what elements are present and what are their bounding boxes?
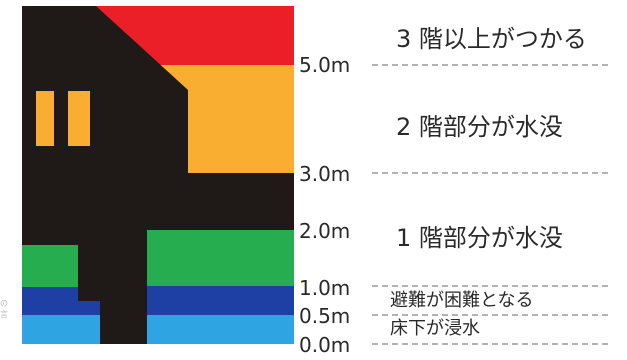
edge-text-fragment: の言 <box>0 299 8 319</box>
house-silhouette <box>22 6 294 344</box>
upper-window-right <box>68 91 90 146</box>
band-0m-to-05m <box>22 315 294 344</box>
depth-label-5m: 5.0m <box>299 53 351 77</box>
desc-0m-to-05m: 床下が浸水 <box>390 318 480 339</box>
upper-window-left <box>36 91 54 146</box>
depth-label-1m: 1.0m <box>299 276 351 300</box>
desc-05m-to-1m: 避難が困難となる <box>390 290 534 311</box>
depth-label-3m: 3.0m <box>299 162 351 186</box>
depth-label-0m: 0.0m <box>299 333 351 357</box>
ground-floor-window-deep-water <box>22 287 78 301</box>
desc-1m-to-3m: 1 階部分が水没 <box>396 224 563 252</box>
depth-guide-lines <box>372 64 612 345</box>
ground-floor-window-water <box>22 245 78 287</box>
desc-3m-to-5m: 2 階部分が水没 <box>396 113 563 141</box>
depth-label-2m: 2.0m <box>299 219 351 243</box>
depth-label-05m: 0.5m <box>299 304 351 328</box>
desc-above-5m: 3 階以上がつかる <box>396 25 587 53</box>
